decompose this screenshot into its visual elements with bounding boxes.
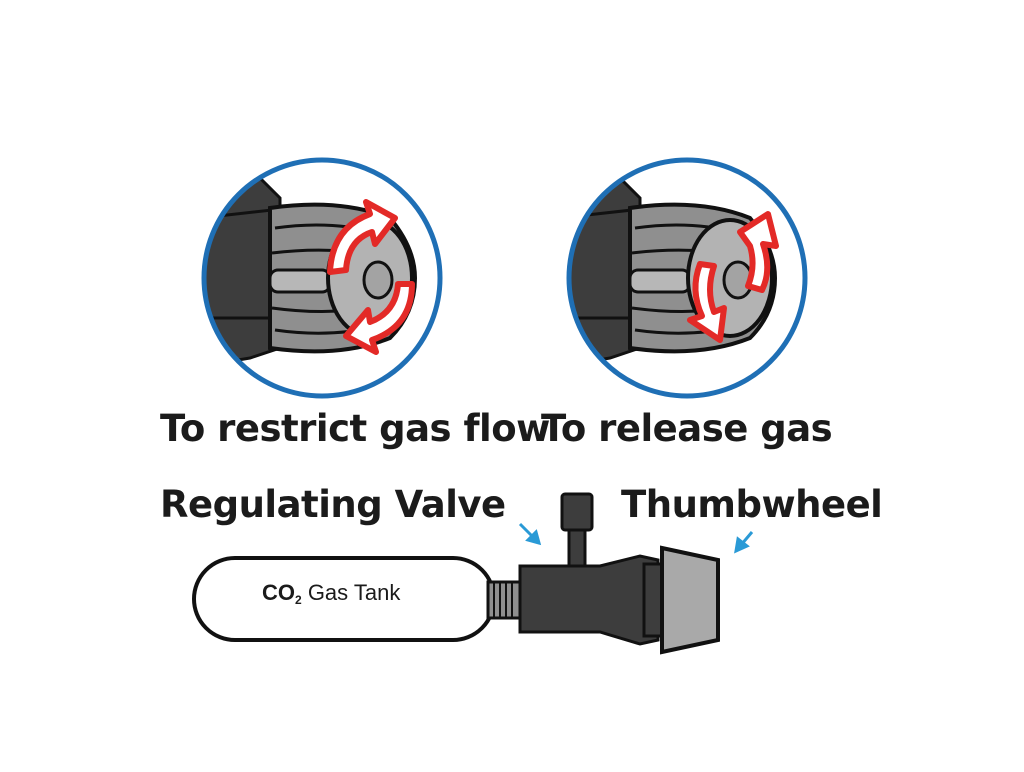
tank-label: CO2 Gas Tank	[262, 580, 400, 607]
co2-tank	[192, 556, 524, 642]
thumbwheel-label: Thumbwheel	[621, 483, 883, 526]
restrict-closeup	[201, 157, 443, 399]
tank-label-subscript: 2	[295, 593, 302, 607]
tank-label-prefix: CO	[262, 580, 295, 605]
tank-label-suffix: Gas Tank	[307, 580, 401, 605]
pointer-arrow-icon	[734, 531, 754, 554]
release-caption: To release gas	[541, 407, 833, 450]
restrict-caption: To restrict gas flow	[160, 407, 550, 450]
pointer-arrow-icon	[518, 522, 542, 546]
valve-label: Regulating Valve	[160, 483, 506, 526]
rotation-arrow-icon	[327, 199, 415, 355]
thumbwheel	[660, 545, 720, 655]
release-closeup	[566, 157, 808, 399]
rotation-arrow-icon	[687, 211, 779, 343]
